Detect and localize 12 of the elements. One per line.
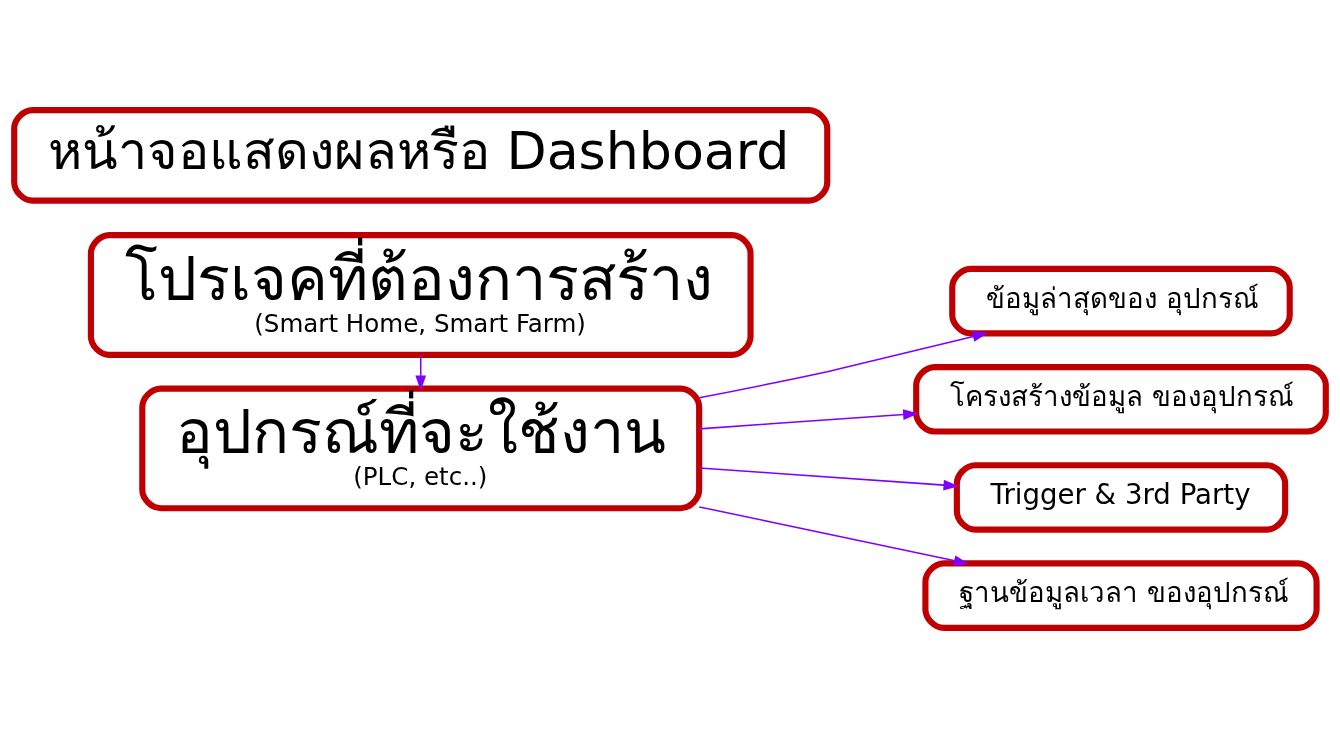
arrow	[415, 353, 427, 391]
node-box: Trigger & 3rd Party	[953, 461, 1289, 533]
arrow	[698, 408, 919, 430]
node-box: ข้อมูล่าสุดของ อุปกรณ์	[949, 265, 1293, 336]
arrow	[698, 466, 959, 490]
node-box: โครงสร้างข้อมูล ของอุปกรณ์	[913, 363, 1329, 435]
arrow	[698, 330, 988, 399]
node-box: อุปกรณ์ที่จะใช้งาน (PLC, etc..)	[139, 385, 703, 511]
node-box: หน้าจอแสดงผลหรือ Dashboard	[11, 106, 831, 204]
arrow	[698, 505, 970, 566]
node-box: โปรเจคที่ต้องการสร้าง (Smart Home, Smart Farm)	[87, 231, 754, 358]
node-box: ฐานข้อมูลเวลา ของอุปกรณ์	[922, 559, 1320, 631]
